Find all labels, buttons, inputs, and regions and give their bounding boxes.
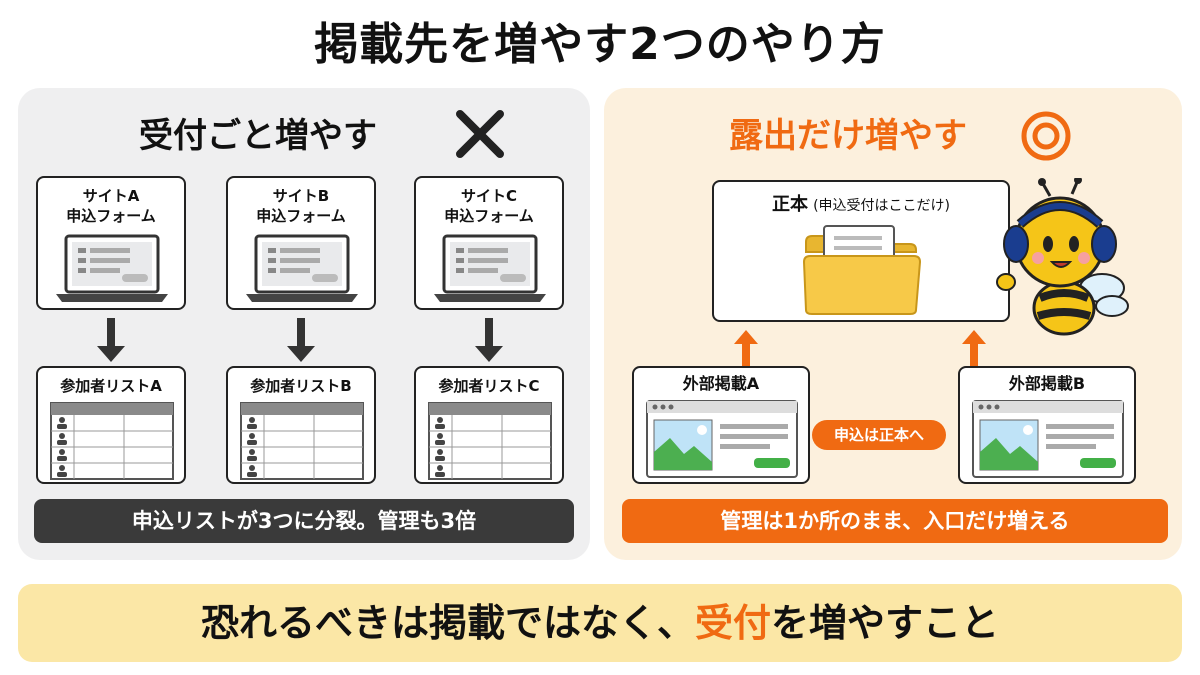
external-listing-card: 外部掲載A xyxy=(632,366,810,484)
main-card-note: (申込受付はここだけ) xyxy=(813,198,951,214)
participant-list-card: 参加者リストB xyxy=(226,366,376,484)
site-form-card: サイトB 申込フォーム xyxy=(226,176,376,310)
laptop-icon xyxy=(56,234,168,304)
arrow-down-icon xyxy=(475,318,503,362)
table-icon xyxy=(240,402,364,480)
arrow-up-icon xyxy=(962,330,986,370)
left-banner: 申込リストが3つに分裂。管理も3倍 xyxy=(34,499,574,543)
table-icon xyxy=(428,402,552,480)
form-label: 申込フォーム xyxy=(444,207,534,225)
double-circle-icon xyxy=(1020,110,1072,162)
list-name: 参加者リストB xyxy=(250,377,352,395)
participant-list-card: 参加者リストA xyxy=(36,366,186,484)
right-banner: 管理は1か所のまま、入口だけ増える xyxy=(622,499,1168,543)
main-card-title: 正本 xyxy=(771,194,808,215)
bottom-text-highlight: 受付 xyxy=(694,601,771,645)
arrow-up-icon xyxy=(734,330,758,370)
browser-window-icon xyxy=(646,400,798,478)
laptop-icon xyxy=(246,234,358,304)
site-name: サイトC xyxy=(460,187,517,205)
bottom-message: 恐れるべきは掲載ではなく、受付を増やすこと xyxy=(18,584,1182,662)
external-label: 外部掲載B xyxy=(1008,374,1086,393)
table-icon xyxy=(50,402,174,480)
site-form-card: サイトA 申込フォーム xyxy=(36,176,186,310)
form-label: 申込フォーム xyxy=(256,207,346,225)
laptop-icon xyxy=(434,234,546,304)
form-label: 申込フォーム xyxy=(66,207,156,225)
site-name: サイトB xyxy=(272,187,330,205)
site-name: サイトA xyxy=(82,187,140,205)
left-heading: 受付ごと増やす xyxy=(139,116,377,156)
external-label: 外部掲載A xyxy=(682,374,760,393)
folder-icon xyxy=(800,222,924,318)
list-name: 参加者リストC xyxy=(438,377,540,395)
arrow-down-icon xyxy=(287,318,315,362)
site-form-card: サイトC 申込フォーム xyxy=(414,176,564,310)
list-name: 参加者リストA xyxy=(60,377,162,395)
page-title: 掲載先を増やす2つのやり方 xyxy=(314,19,886,70)
browser-window-icon xyxy=(972,400,1124,478)
main-card: 正本 (申込受付はここだけ) xyxy=(712,180,1010,322)
external-listing-card: 外部掲載B xyxy=(958,366,1136,484)
bottom-text-before: 恐れるべきは掲載ではなく、 xyxy=(200,601,695,645)
pill-label: 申込は正本へ xyxy=(812,420,946,450)
arrow-down-icon xyxy=(97,318,125,362)
right-heading: 露出だけ増やす xyxy=(729,116,967,156)
cross-icon xyxy=(452,106,508,162)
participant-list-card: 参加者リストC xyxy=(414,366,564,484)
bee-mascot xyxy=(992,176,1142,343)
bottom-text-after: を増やすこと xyxy=(771,601,1000,645)
